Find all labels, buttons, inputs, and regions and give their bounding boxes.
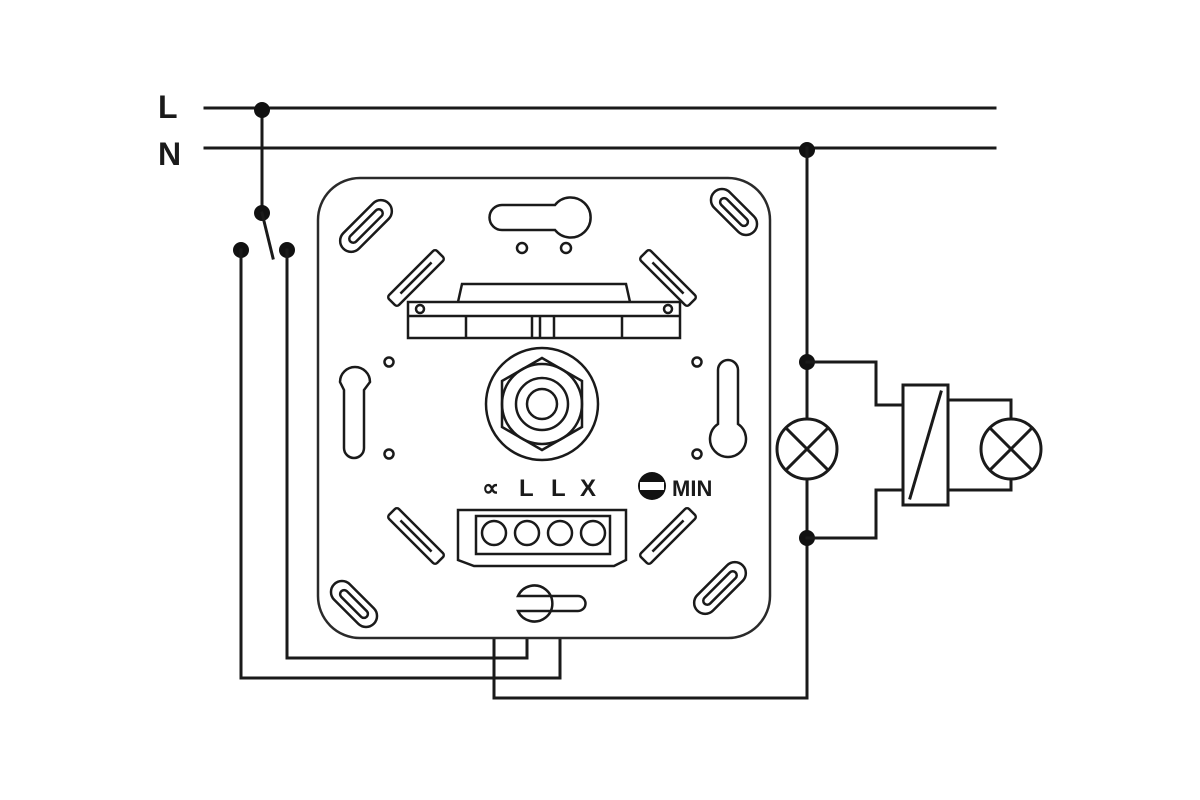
transformer-feed-bottom [805,488,905,540]
terminal-label-l2: L [551,475,566,502]
screw-hole [383,356,395,368]
transformer-feed-top [805,360,905,407]
dimmer-plate: ∝ L L X MIN [316,176,772,640]
terminal-label-x: X [580,475,596,502]
claw-clip-upper-right [639,249,697,307]
claw-clip-lower-left [387,507,445,565]
dimmer-plate-outline [316,176,772,640]
low-voltage-wire-top [946,398,1013,422]
terminal-label-dimmed: ∝ [482,475,499,502]
screw-hole [383,448,395,460]
keyhole-bottom [516,584,587,623]
min-adjust-screw [638,472,666,500]
keyhole-right [708,358,748,459]
low-voltage-wire-bottom [946,476,1013,492]
switch-blade [260,211,275,260]
screw-hole [691,448,703,460]
terminal-block [456,508,628,568]
terminal-screw [579,519,607,547]
lamp-right [979,417,1043,481]
lamp-left [775,417,839,481]
live-junction-dot [254,102,270,118]
screw-hole [691,356,703,368]
fuse-holder [406,282,682,340]
live-line-label: L [158,89,178,125]
mounting-slot-bottom-left [329,579,379,629]
keyhole-left [338,365,372,460]
terminal-label-l1: L [519,475,534,502]
mounting-slot-top-left [338,198,394,254]
transformer [901,383,950,507]
claw-clip-upper-left [387,249,445,307]
keyhole-top [488,196,592,255]
terminal-screw [480,519,508,547]
min-label: MIN [672,476,712,501]
dimmer-knob-shaft [484,346,600,462]
changeover-switch [233,102,295,260]
mounting-slot-bottom-right [692,560,748,616]
mounting-slot-top-right [709,187,759,237]
terminal-screw [546,519,574,547]
terminal-screw [513,519,541,547]
neutral-line-label: N [158,136,181,172]
claw-clip-lower-right [639,507,697,565]
